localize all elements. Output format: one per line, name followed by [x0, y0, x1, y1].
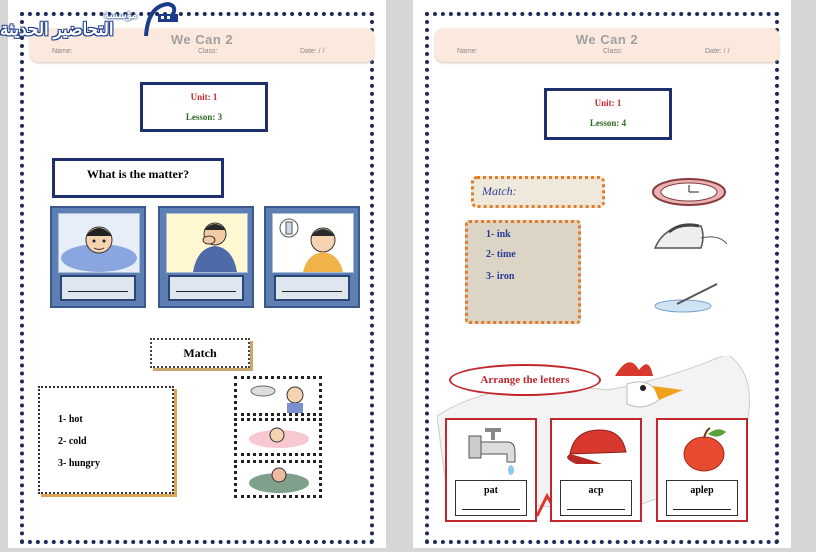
- picture-card-1: [50, 206, 146, 308]
- worksheet-page-right: We Can 2 Name: Class: Date: / / Unit: 1 …: [413, 0, 791, 548]
- match-label-box: Match:: [471, 176, 605, 208]
- match-word-list: 1- ink 2- time 3- iron: [465, 220, 581, 324]
- match-label: Match:: [482, 184, 517, 198]
- unit-label: Unit: 1: [190, 92, 218, 102]
- sick-child-bed-image: [58, 213, 140, 273]
- scrambled-word-1-text: pat: [484, 485, 498, 496]
- question-box: What is the matter?: [52, 158, 224, 198]
- logo-line-1: مؤسسة: [104, 10, 138, 21]
- dotted-frame: [20, 12, 374, 544]
- word-item-1: 1- ink: [486, 229, 511, 240]
- answer-line-3[interactable]: [274, 275, 350, 301]
- logo-line-2: التحاضير الحديثة: [0, 20, 114, 39]
- arrange-card-1: pat: [445, 418, 537, 522]
- match-picture-hot[interactable]: [234, 418, 322, 456]
- unit-lesson-box: Unit: 1 Lesson: 4: [544, 88, 672, 140]
- picture-card-2: [158, 206, 254, 308]
- arrange-card-3: aplep: [656, 418, 748, 522]
- arrange-title: Arrange the letters: [480, 374, 570, 386]
- date-label: Date: / /: [300, 48, 325, 55]
- match-word-list: 1- hot 2- cold 3- hungry: [38, 386, 174, 494]
- coughing-man-image: [166, 213, 248, 273]
- answer-line-2[interactable]: [168, 275, 244, 301]
- word-item-3: 3- iron: [486, 271, 515, 282]
- match-title: Match: [183, 346, 217, 360]
- publisher-logo: مؤسسة التحاضير الحديثة: [0, 0, 190, 48]
- logo-emblem-icon: [144, 1, 178, 37]
- match-picture-cold[interactable]: [234, 460, 322, 498]
- clock-icon[interactable]: [651, 176, 731, 208]
- unit-label: Unit: 1: [594, 98, 622, 108]
- header-title: We Can 2: [575, 32, 639, 47]
- word-item-2: 2- cold: [58, 436, 87, 447]
- cap-icon: [567, 429, 627, 464]
- scrambled-word-1[interactable]: pat: [455, 480, 527, 516]
- date-label: Date: / /: [705, 48, 730, 55]
- lesson-label: Lesson: 4: [589, 118, 627, 128]
- page-header: We Can 2 Name: Class: Date: / /: [435, 28, 779, 62]
- match-picture-hungry[interactable]: [234, 376, 322, 416]
- scrambled-word-3-text: aplep: [690, 485, 714, 496]
- picture-card-3: [264, 206, 360, 308]
- worksheet-page-left: We Can 2 Name: Class: Date: / / Unit: 1 …: [8, 0, 386, 548]
- dotted-frame: [425, 12, 779, 544]
- lesson-label: Lesson: 3: [185, 112, 223, 122]
- scrambled-word-2-text: acp: [588, 485, 604, 496]
- name-label: Name:: [457, 48, 478, 55]
- unit-lesson-box: Unit: 1 Lesson: 3: [140, 82, 268, 132]
- sick-boy-medicine-image: [272, 213, 354, 273]
- iron-icon[interactable]: [649, 218, 733, 258]
- apple-icon: [683, 427, 726, 472]
- arrange-card-2: acp: [550, 418, 642, 522]
- scrambled-word-2[interactable]: acp: [560, 480, 632, 516]
- class-label: Class:: [198, 48, 218, 55]
- arrange-title-bubble: Arrange the letters: [449, 364, 601, 396]
- match-title-box: Match: [150, 338, 250, 368]
- word-item-2: 2- time: [486, 249, 516, 260]
- name-label: Name:: [52, 48, 73, 55]
- answer-line-1[interactable]: [60, 275, 136, 301]
- scrambled-word-3[interactable]: aplep: [666, 480, 738, 516]
- word-item-3: 3- hungry: [58, 458, 100, 469]
- ink-icon[interactable]: [647, 280, 731, 316]
- question-text: What is the matter?: [86, 167, 190, 181]
- page-header: We Can 2 Name: Class: Date: / /: [30, 28, 374, 62]
- header-title: We Can 2: [170, 32, 234, 47]
- class-label: Class:: [603, 48, 623, 55]
- word-item-1: 1- hot: [58, 414, 83, 425]
- tap-icon: [468, 428, 516, 475]
